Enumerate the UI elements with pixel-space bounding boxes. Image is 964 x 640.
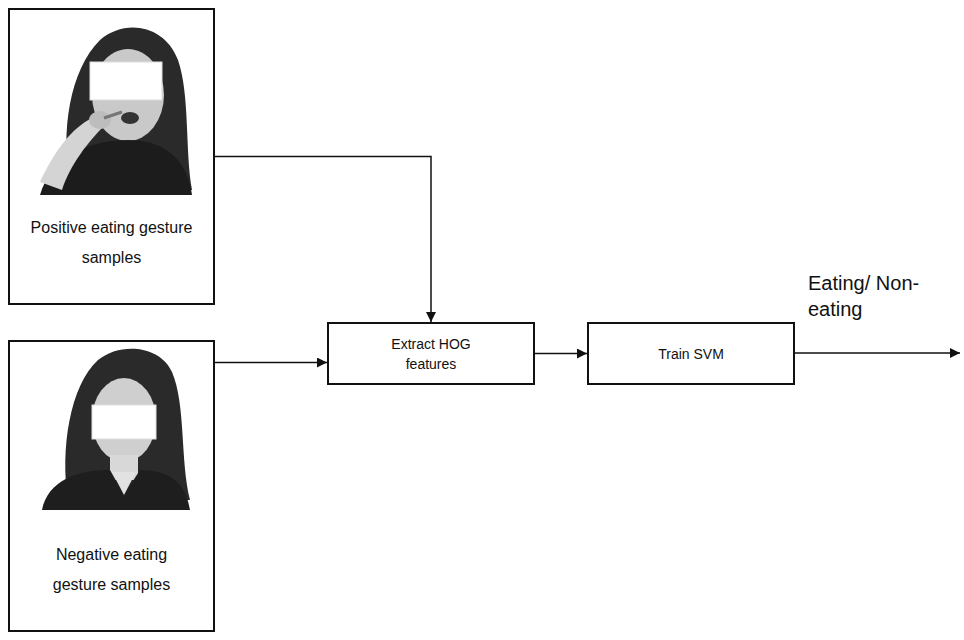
sample-box: Negative eating gesture samples xyxy=(8,340,215,632)
spoon xyxy=(104,112,122,118)
process-box: Train SVM xyxy=(587,322,795,385)
arm xyxy=(40,118,104,190)
output-label: Eating/ Non-eating xyxy=(808,270,938,322)
positive-photo xyxy=(40,27,192,195)
collar xyxy=(112,472,136,495)
node-label: Negative eating gesture samples xyxy=(29,540,194,600)
flow-arrow xyxy=(215,157,431,323)
flow-arrow xyxy=(215,362,327,364)
node-label: Train SVM xyxy=(658,344,724,364)
node-label: Positive eating gesture samples xyxy=(29,213,194,273)
jacket xyxy=(42,470,190,510)
face xyxy=(92,378,156,462)
hand xyxy=(89,111,111,129)
mouth xyxy=(121,112,139,124)
eye-mask xyxy=(90,62,162,100)
process-box: Extract HOG features xyxy=(327,322,535,385)
node-label: Extract HOG features xyxy=(369,334,494,374)
output-arrow xyxy=(795,352,960,354)
flow-arrow xyxy=(535,353,587,355)
sample-box: Positive eating gesture samples xyxy=(8,8,215,305)
eye-mask xyxy=(92,405,156,439)
negative-photo xyxy=(42,349,190,510)
